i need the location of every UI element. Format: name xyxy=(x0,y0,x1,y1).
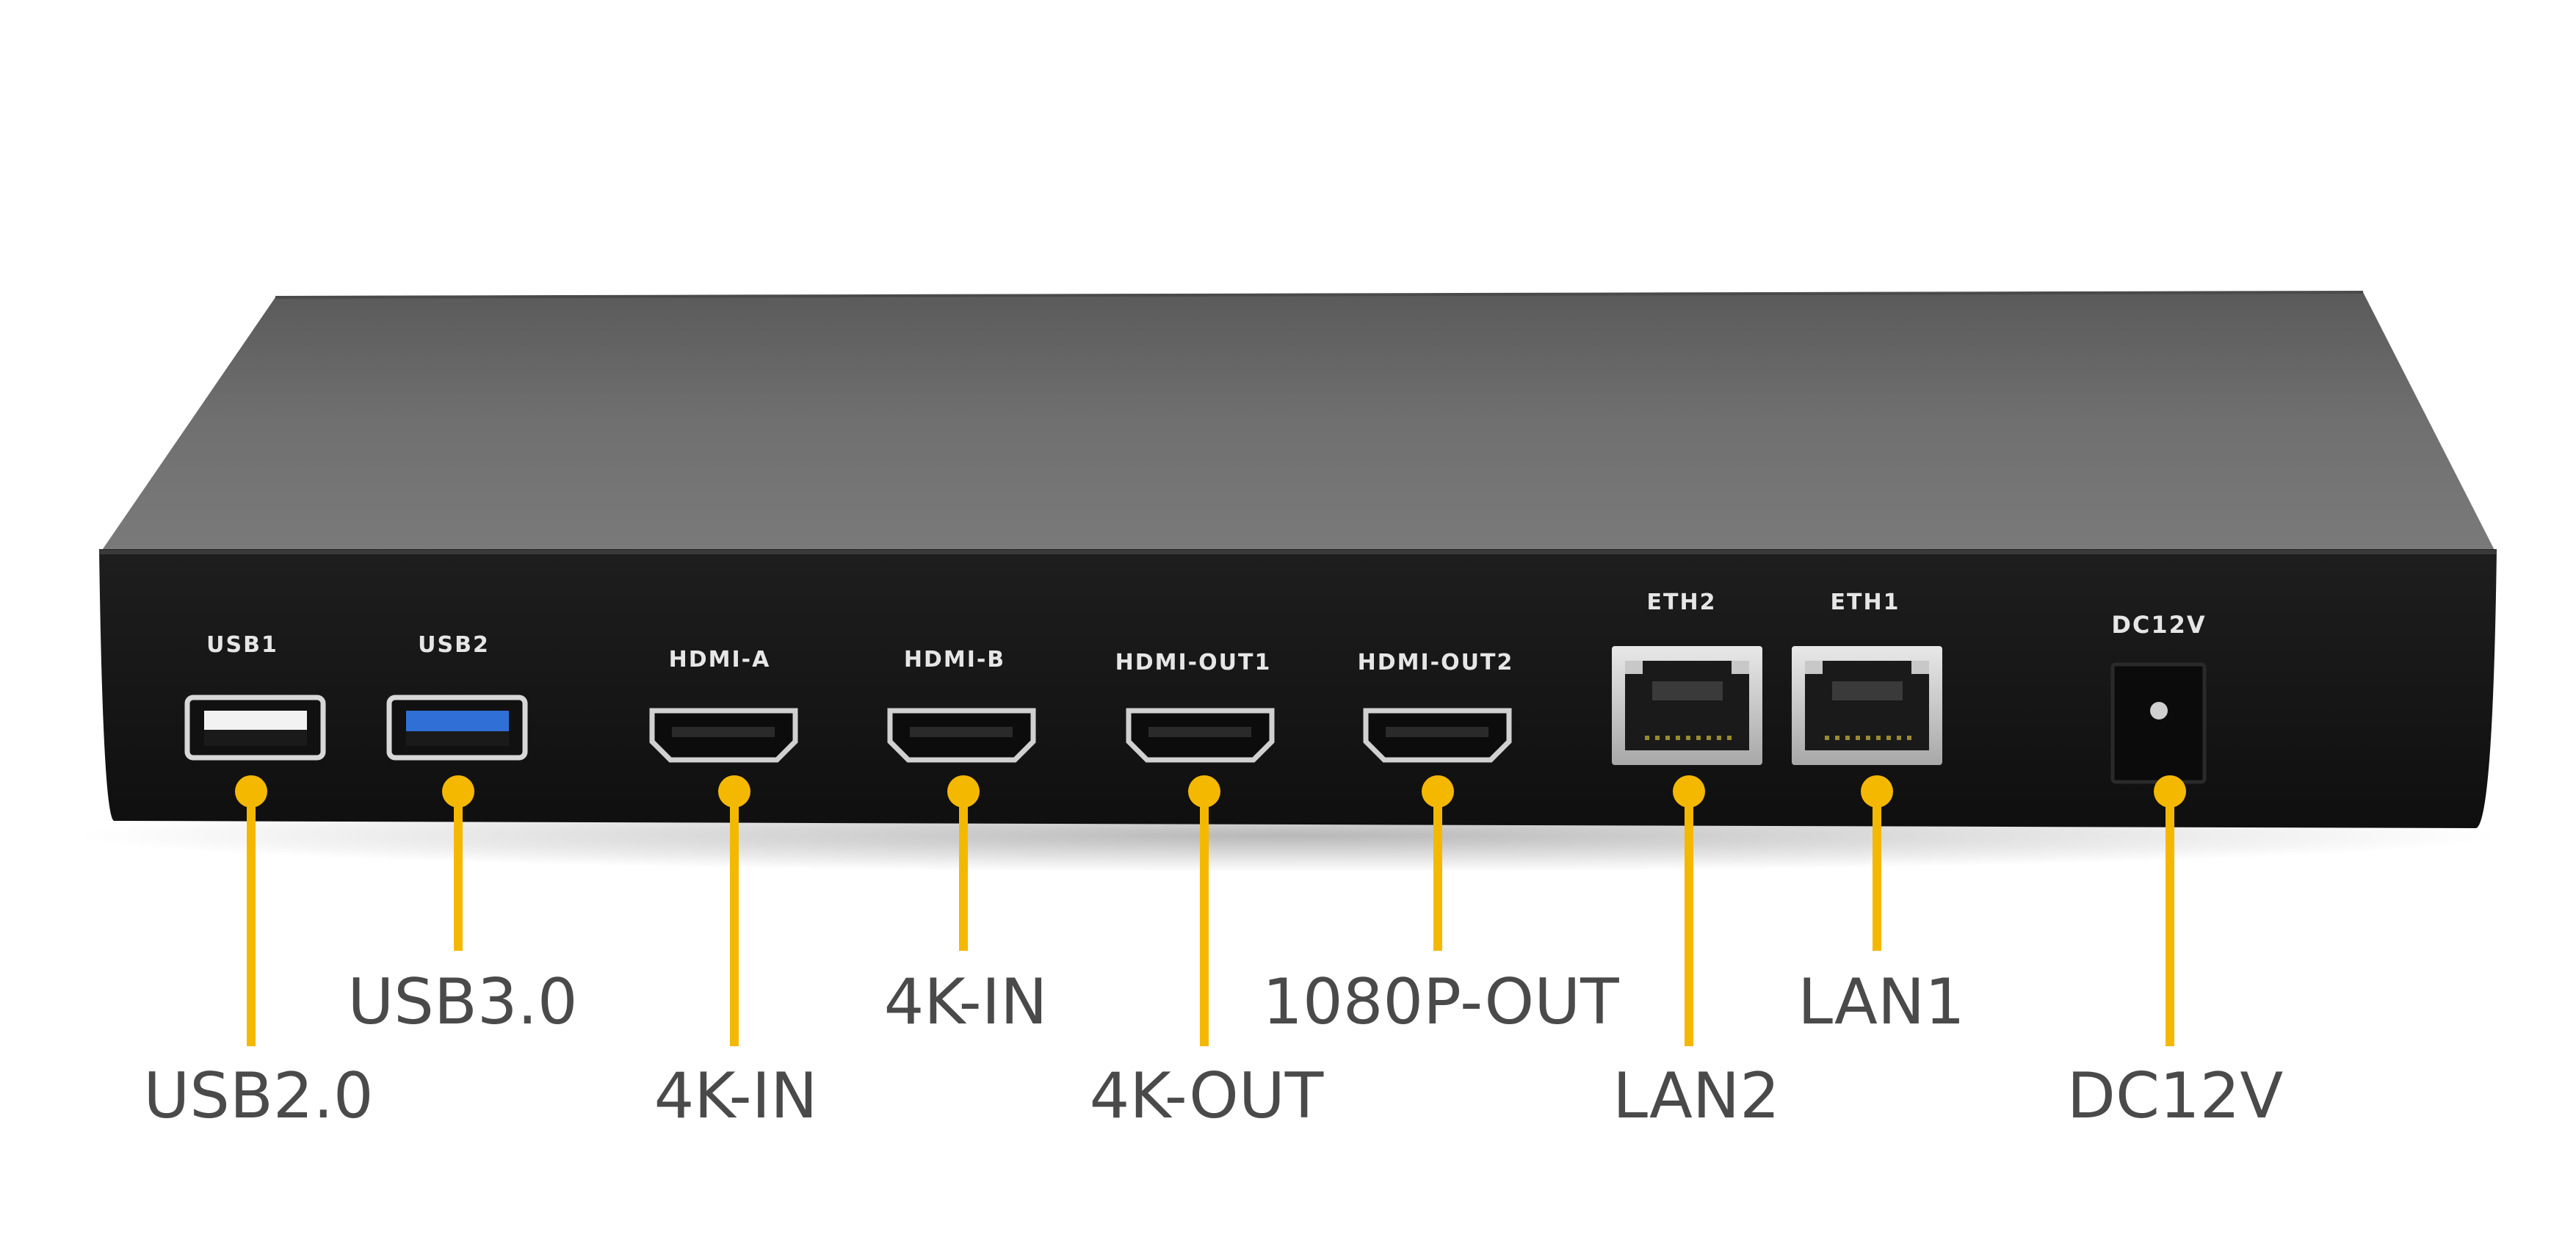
callout-label-usb3-0: USB3.0 xyxy=(347,965,577,1039)
eth2-port[interactable] xyxy=(1612,646,1762,765)
callout-label-dc12v: DC12V xyxy=(2067,1059,2284,1133)
hdmi-a-port[interactable] xyxy=(649,708,798,763)
dc12v-jack[interactable] xyxy=(2110,662,2207,784)
callout-lines xyxy=(235,775,2186,1046)
callout-line-eth2 xyxy=(1673,775,1705,1046)
callout-line-hdmi-out2 xyxy=(1422,775,1454,951)
silk-label-hdmi-a: HDMI-A xyxy=(669,647,771,673)
callout-label-1080p-out: 1080P-OUT xyxy=(1262,965,1619,1039)
silk-label-eth2: ETH2 xyxy=(1647,590,1717,615)
hdmi-b-port[interactable] xyxy=(887,708,1036,763)
silk-label-usb1: USB1 xyxy=(206,632,278,658)
hdmi-out2-port[interactable] xyxy=(1363,708,1512,763)
callout-line-usb1 xyxy=(235,775,267,1046)
silk-label-hdmi-out1: HDMI-OUT1 xyxy=(1115,650,1272,675)
usb2-port[interactable] xyxy=(386,695,528,761)
callout-label-usb2-0: USB2.0 xyxy=(143,1059,373,1133)
callout-line-hdmi-a xyxy=(718,775,750,1046)
callout-line-hdmi-out1 xyxy=(1188,775,1220,1046)
silk-label-usb2: USB2 xyxy=(418,632,490,658)
callout-line-dc12v xyxy=(2154,775,2186,1046)
callout-line-usb2 xyxy=(442,775,474,951)
chassis-top-edge xyxy=(275,291,2364,299)
usb1-port[interactable] xyxy=(184,695,326,761)
callout-label-lan2: LAN2 xyxy=(1613,1059,1780,1133)
silk-label-hdmi-b: HDMI-B xyxy=(904,647,1005,673)
chassis-top xyxy=(99,292,2497,554)
silk-label-eth1: ETH1 xyxy=(1831,590,1900,615)
callout-label-4k-in-b: 4K-IN xyxy=(884,965,1048,1039)
callout-line-hdmi-b xyxy=(947,775,980,951)
eth1-port[interactable] xyxy=(1792,646,1942,765)
usb3-tongue xyxy=(406,711,509,731)
silk-label-hdmi-out2: HDMI-OUT2 xyxy=(1358,650,1514,675)
callout-label-4k-out: 4K-OUT xyxy=(1090,1059,1324,1133)
callout-label-lan1: LAN1 xyxy=(1798,965,1965,1039)
callout-label-4k-in-a: 4K-IN xyxy=(654,1059,818,1133)
silk-label-dc12v: DC12V xyxy=(2111,611,2206,639)
callout-line-eth1 xyxy=(1861,775,1893,951)
hdmi-out1-port[interactable] xyxy=(1126,708,1275,763)
